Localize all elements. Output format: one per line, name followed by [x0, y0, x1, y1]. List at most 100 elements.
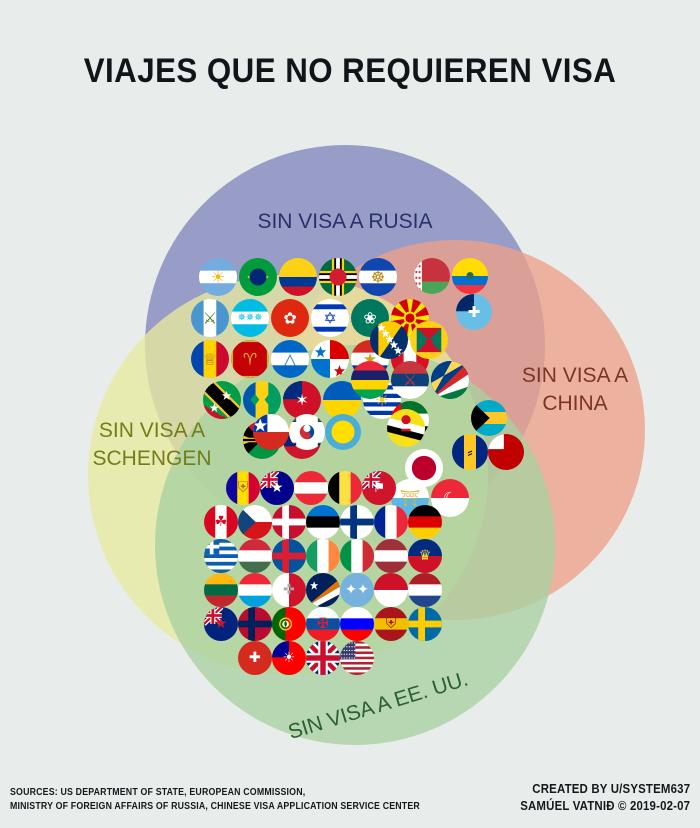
flag-spain[interactable]: ⛨ [374, 607, 408, 641]
flag-mauritius[interactable] [351, 361, 389, 399]
flag-denmark[interactable] [272, 505, 306, 539]
flag-micronesia[interactable]: ✦✦ [340, 573, 374, 607]
svg-text:⸗: ⸗ [467, 443, 472, 461]
svg-text:⚫: ⚫ [464, 267, 477, 285]
flag-lithuania[interactable] [204, 573, 238, 607]
svg-text:⛰: ⛰ [351, 616, 363, 632]
flag-israel[interactable]: ✡ [311, 299, 349, 337]
flag-new-zealand[interactable]: ★ [204, 607, 238, 641]
flag-estonia[interactable] [306, 505, 340, 539]
flag-taiwan[interactable]: ☀ [272, 641, 306, 675]
svg-text:✜: ✜ [283, 582, 295, 598]
flag-france[interactable] [374, 505, 408, 539]
svg-text:★: ★ [271, 480, 284, 496]
flag-malta[interactable]: ✜ [272, 573, 306, 607]
flag-barbados[interactable]: ⸗ [452, 434, 488, 470]
flag-united-kingdom[interactable] [306, 641, 340, 675]
flag-samoa[interactable]: ✶ [283, 381, 321, 419]
sources-line-2: MINISTRY OF FOREIGN AFFAIRS OF RUSSIA, C… [10, 801, 420, 812]
svg-text:✠: ✠ [317, 616, 329, 632]
flag-guatemala[interactable]: ⚔ [191, 299, 229, 337]
flag-bermuda[interactable]: ⚑ [362, 471, 396, 505]
flag-brazil[interactable] [239, 258, 277, 296]
flag-seychelles[interactable] [431, 361, 469, 399]
svg-text:☀: ☀ [211, 268, 225, 287]
flag-bahamas[interactable] [471, 400, 507, 436]
svg-text:♛: ♛ [419, 548, 432, 564]
page-title: VIAJES QUE NO REQUIEREN VISA [83, 52, 617, 90]
flag-brunei[interactable] [387, 409, 425, 447]
flag-belgium[interactable] [328, 471, 362, 505]
flag-dominica[interactable] [319, 258, 357, 296]
svg-text:★: ★ [215, 616, 228, 632]
flag-finland[interactable] [340, 505, 374, 539]
flag-norway[interactable] [238, 607, 272, 641]
flag-luxembourg[interactable] [238, 573, 272, 607]
flag-greece[interactable] [204, 539, 238, 573]
flag-slovakia[interactable]: ✠ [306, 607, 340, 641]
flag-ireland[interactable] [306, 539, 340, 573]
flag-moldova[interactable]: ♕ [191, 340, 229, 378]
flag-saint-kitts-and-nevis[interactable] [203, 381, 241, 419]
svg-text:✿: ✿ [283, 309, 296, 328]
flag-hong-kong[interactable]: ✿ [271, 299, 309, 337]
svg-text:⚑: ⚑ [373, 480, 386, 496]
credit-line-2: SAMÚEL VATNIÐ © 2019-02-07 [519, 798, 690, 813]
flag-italy[interactable] [340, 539, 374, 573]
flag-slovenia[interactable]: ⛰ [340, 607, 374, 641]
svg-text:✵✵✵: ✵✵✵ [238, 313, 263, 324]
flag-czech-republic[interactable] [238, 505, 272, 539]
flag-sweden[interactable] [408, 607, 442, 641]
flag-honduras[interactable]: ✵✵✵ [231, 299, 269, 337]
venn-label-rusia: SIN VISA A RUSIA [257, 210, 432, 233]
sources-line-1: SOURCES: US DEPARTMENT OF STATE, EUROPEA… [10, 787, 306, 798]
flag-netherlands[interactable] [408, 573, 442, 607]
flag-nicaragua[interactable]: △ [271, 340, 309, 378]
flag-el-salvador[interactable]: ☸ [359, 258, 397, 296]
flag-austria[interactable] [294, 471, 328, 505]
svg-text:✦✦: ✦✦ [345, 582, 369, 598]
flag-argentina[interactable]: ☀ [199, 258, 237, 296]
venn-label-china: CHINA [542, 392, 607, 415]
svg-text:⚔: ⚔ [403, 371, 417, 390]
flag-belarus[interactable] [414, 258, 450, 294]
flag-united-states[interactable] [340, 641, 374, 675]
flag-marshall-islands[interactable] [306, 573, 340, 607]
sources-note: SOURCES: US DEPARTMENT OF STATE, EUROPEA… [10, 786, 420, 814]
flag-australia[interactable]: ★ [260, 471, 294, 505]
svg-text:⛩: ⛩ [400, 489, 420, 508]
svg-text:☾: ☾ [443, 489, 457, 508]
svg-text:⚔: ⚔ [203, 309, 217, 328]
flag-palau[interactable] [325, 414, 361, 450]
flag-serbia[interactable]: ⚔ [391, 361, 429, 399]
flag-singapore[interactable]: ☾ [431, 479, 469, 517]
svg-text:⛨: ⛨ [238, 480, 249, 496]
flag-panama[interactable] [311, 340, 349, 378]
flag-iceland[interactable] [272, 539, 306, 573]
venn-label-schengen: SCHENGEN [92, 447, 211, 470]
svg-text:✚: ✚ [468, 303, 481, 321]
flag-colombia[interactable] [279, 258, 317, 296]
flag-switzerland[interactable]: ✚ [238, 641, 272, 675]
flag-tonga[interactable]: ✚ [488, 434, 524, 470]
flag-ecuador[interactable]: ⚫ [452, 258, 488, 294]
flag-chile[interactable] [253, 414, 289, 450]
flag-germany[interactable] [408, 505, 442, 539]
flag-latvia[interactable] [374, 539, 408, 573]
flag-monaco[interactable] [374, 573, 408, 607]
flag-south-korea[interactable] [289, 414, 325, 450]
flag-hungary[interactable] [238, 539, 272, 573]
flag-liechtenstein[interactable]: ♛ [408, 539, 442, 573]
svg-text:♈: ♈ [243, 350, 257, 369]
flag-grenada[interactable] [410, 321, 448, 359]
flag-bosnia-and-herzegovina[interactable] [370, 321, 408, 359]
flag-andorra[interactable]: ⛨ [226, 471, 260, 505]
flag-canada[interactable]: ☘ [204, 505, 238, 539]
flag-portugal[interactable] [272, 607, 306, 641]
svg-text:❀: ❀ [363, 309, 376, 328]
flag-montenegro[interactable]: ♈ [231, 340, 269, 378]
flag-saint-vincent[interactable]: ♦♦ [243, 381, 281, 419]
flag-fiji[interactable]: ✚ [456, 294, 492, 330]
